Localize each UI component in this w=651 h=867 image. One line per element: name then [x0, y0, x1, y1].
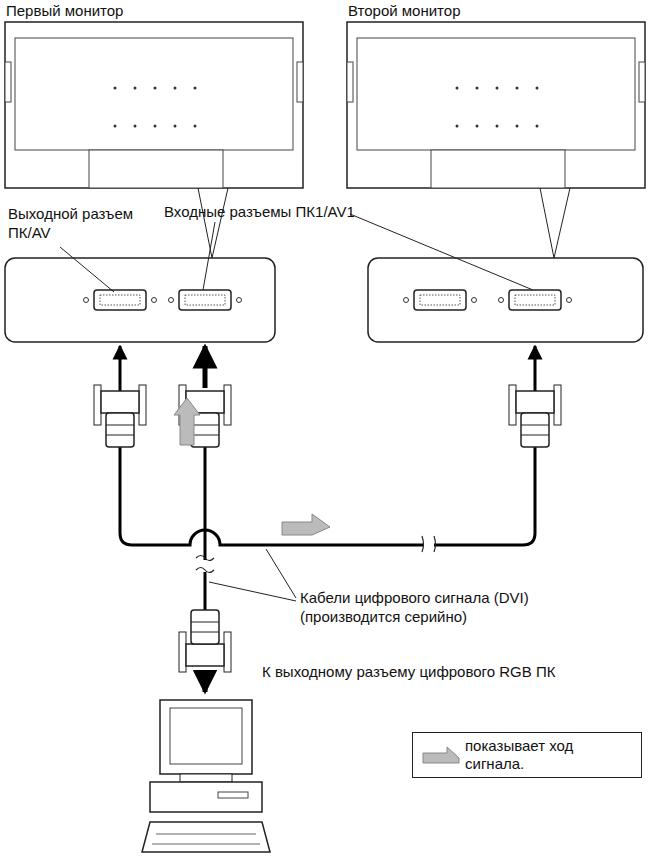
cable-label: Кабели цифрового сигнала (DVI) (производ… — [300, 588, 540, 626]
monitor-heading: Первый монитор — [3, 2, 308, 20]
legend-box: показывает ход сигнала. — [412, 732, 642, 778]
dvi-cable — [120, 346, 535, 545]
connector-label: Входные разъемы ПК1/AV1 — [164, 202, 364, 221]
destination-label: К выходному разъему цифрового RGB ПК — [262, 662, 592, 681]
legend-text: показывает ход сигнала. — [465, 737, 633, 773]
monitor: Второй монитор — [345, 0, 647, 342]
monitor: Первый монитор — [3, 0, 308, 342]
legend-swatch — [421, 745, 461, 765]
monitor-heading: Второй монитор — [345, 2, 647, 20]
connector-label: Выходной разъем ПК/AV — [8, 204, 158, 242]
